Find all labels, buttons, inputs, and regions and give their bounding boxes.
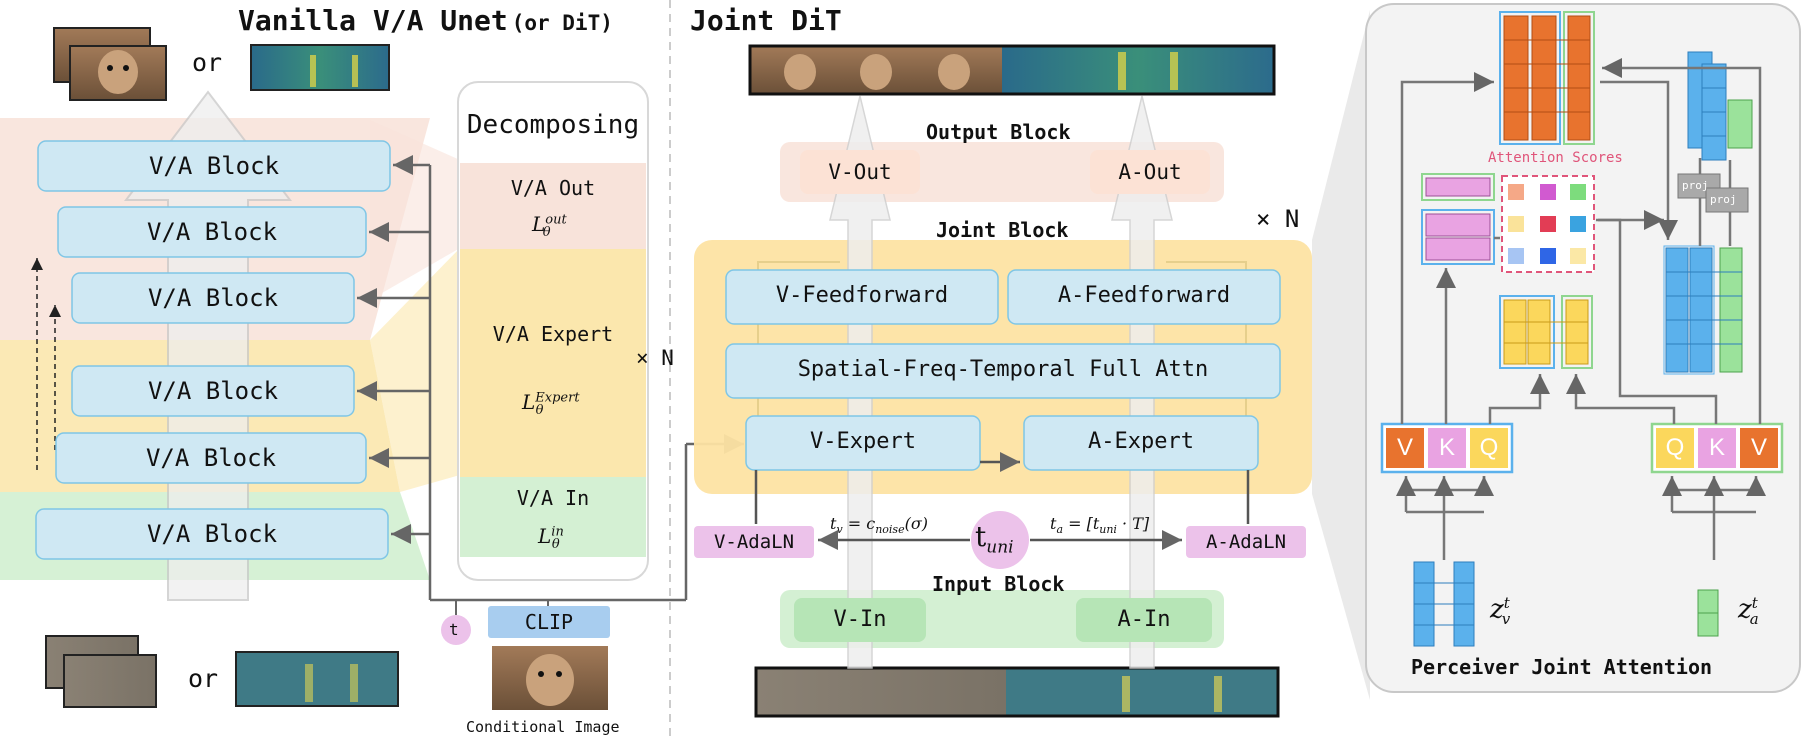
a-expert-box	[1023, 415, 1259, 471]
v-letter-right: V	[1750, 434, 1767, 461]
a-adaln-label: A-AdaLN	[1205, 531, 1287, 553]
v-in-box	[794, 598, 926, 642]
a-out-box	[1090, 150, 1210, 194]
a-expert-label: A-Expert	[1088, 429, 1194, 454]
ta-equation: ta = [tuni · T]	[1050, 514, 1150, 537]
va-block-label-2: V/A Block	[146, 218, 278, 246]
clip-box	[488, 606, 610, 638]
orange-attention-stack	[1499, 11, 1595, 145]
va-in-label: V/A In	[516, 486, 590, 510]
decompose-times-n: × N	[636, 346, 674, 370]
va-block-label-4: V/A Block	[147, 377, 279, 405]
in-loss: Linθ	[538, 524, 564, 552]
a-adaln-box	[1186, 526, 1306, 558]
clip-label: CLIP	[524, 610, 574, 634]
v-letter-left: V	[1396, 434, 1413, 461]
v-in-label: V-In	[833, 607, 887, 632]
zv-label: ztv	[1490, 594, 1511, 628]
v-adaln-label: V-AdaLN	[713, 531, 795, 553]
va-block-3	[71, 272, 355, 324]
joint-block-label: Joint Block	[936, 218, 1069, 242]
t-uni-label: tuni	[975, 520, 1014, 558]
or-top-label: or	[192, 48, 223, 77]
noisy-spectrogram	[235, 651, 399, 707]
joint-times-n: × N	[1256, 205, 1300, 233]
full-attn-label: Spatial-Freq-Temporal Full Attn	[797, 357, 1209, 382]
a-in-box	[1076, 598, 1212, 642]
attention-scores-label: Attention Scores	[1488, 150, 1623, 166]
input-audio-strip	[1006, 668, 1278, 716]
audio-spectrogram-top	[250, 44, 390, 91]
q-cell-left	[1470, 428, 1508, 468]
joint-dit-title: Joint DiT	[690, 4, 842, 37]
q-letter-left: Q	[1479, 434, 1499, 461]
va-out-label: V/A Out	[510, 176, 596, 200]
v-ff-label: V-Feedforward	[775, 283, 949, 308]
tv-equation: tv = cnoise(σ)	[830, 514, 928, 537]
vanilla-title: Vanilla V/A Unet(or DiT)	[238, 4, 613, 37]
input-video-strip	[756, 668, 1006, 716]
va-block-label-5: V/A Block	[145, 444, 277, 472]
t-circle	[441, 615, 471, 645]
v-cell-left	[1386, 428, 1424, 468]
v-out-box	[800, 150, 920, 194]
or-bottom-label: or	[188, 664, 219, 693]
vanilla-suffix: (or DiT)	[511, 11, 613, 35]
k-cell-left	[1428, 428, 1466, 468]
v-expert-label: V-Expert	[810, 429, 916, 454]
out-loss: Loutθ	[532, 212, 567, 240]
k-cell-right	[1698, 428, 1736, 468]
v-expert-box	[745, 415, 981, 471]
input-block-label: Input Block	[932, 572, 1065, 596]
k-letter-left: K	[1438, 434, 1455, 461]
v-out-label: V-Out	[828, 160, 892, 184]
v-cell-right	[1740, 428, 1778, 468]
decompose-title: Decomposing	[466, 110, 640, 140]
za-label: zta	[1738, 594, 1759, 628]
a-ff-label: A-Feedforward	[1057, 283, 1231, 308]
v-adaln-box	[694, 526, 814, 558]
a-out-label: A-Out	[1118, 160, 1182, 184]
v-ff-box	[725, 269, 999, 325]
va-block-4	[71, 365, 355, 417]
a-in-label: A-In	[1117, 607, 1171, 632]
expert-loss: LExpertθ	[522, 390, 580, 418]
conditional-image-label: Conditional Image	[466, 718, 620, 736]
va-block-label-6: V/A Block	[146, 520, 278, 548]
va-block-6	[35, 508, 389, 560]
va-block-label-1: V/A Block	[148, 152, 280, 180]
proj-label-1: proj	[1682, 179, 1709, 192]
proj-box-2	[1705, 187, 1749, 213]
a-ff-box	[1007, 269, 1281, 325]
perceiver-title: Perceiver Joint Attention	[1411, 655, 1713, 679]
va-block-1	[37, 140, 391, 192]
full-attn-box	[725, 343, 1281, 399]
t-circle-label: t	[449, 620, 459, 639]
t-uni-circle	[971, 511, 1029, 569]
noisy-frame-front	[63, 654, 157, 708]
proj-label-2: proj	[1710, 193, 1737, 206]
output-audio-strip	[1002, 46, 1274, 94]
va-expert-label: V/A Expert	[492, 322, 614, 346]
q-cell-right	[1656, 428, 1694, 468]
va-block-2	[57, 206, 367, 258]
va-block-label-3: V/A Block	[147, 284, 279, 312]
q-letter-right: Q	[1665, 434, 1685, 461]
k-letter-right: K	[1708, 434, 1725, 461]
output-block-label: Output Block	[926, 120, 1071, 144]
va-block-5	[55, 432, 367, 484]
